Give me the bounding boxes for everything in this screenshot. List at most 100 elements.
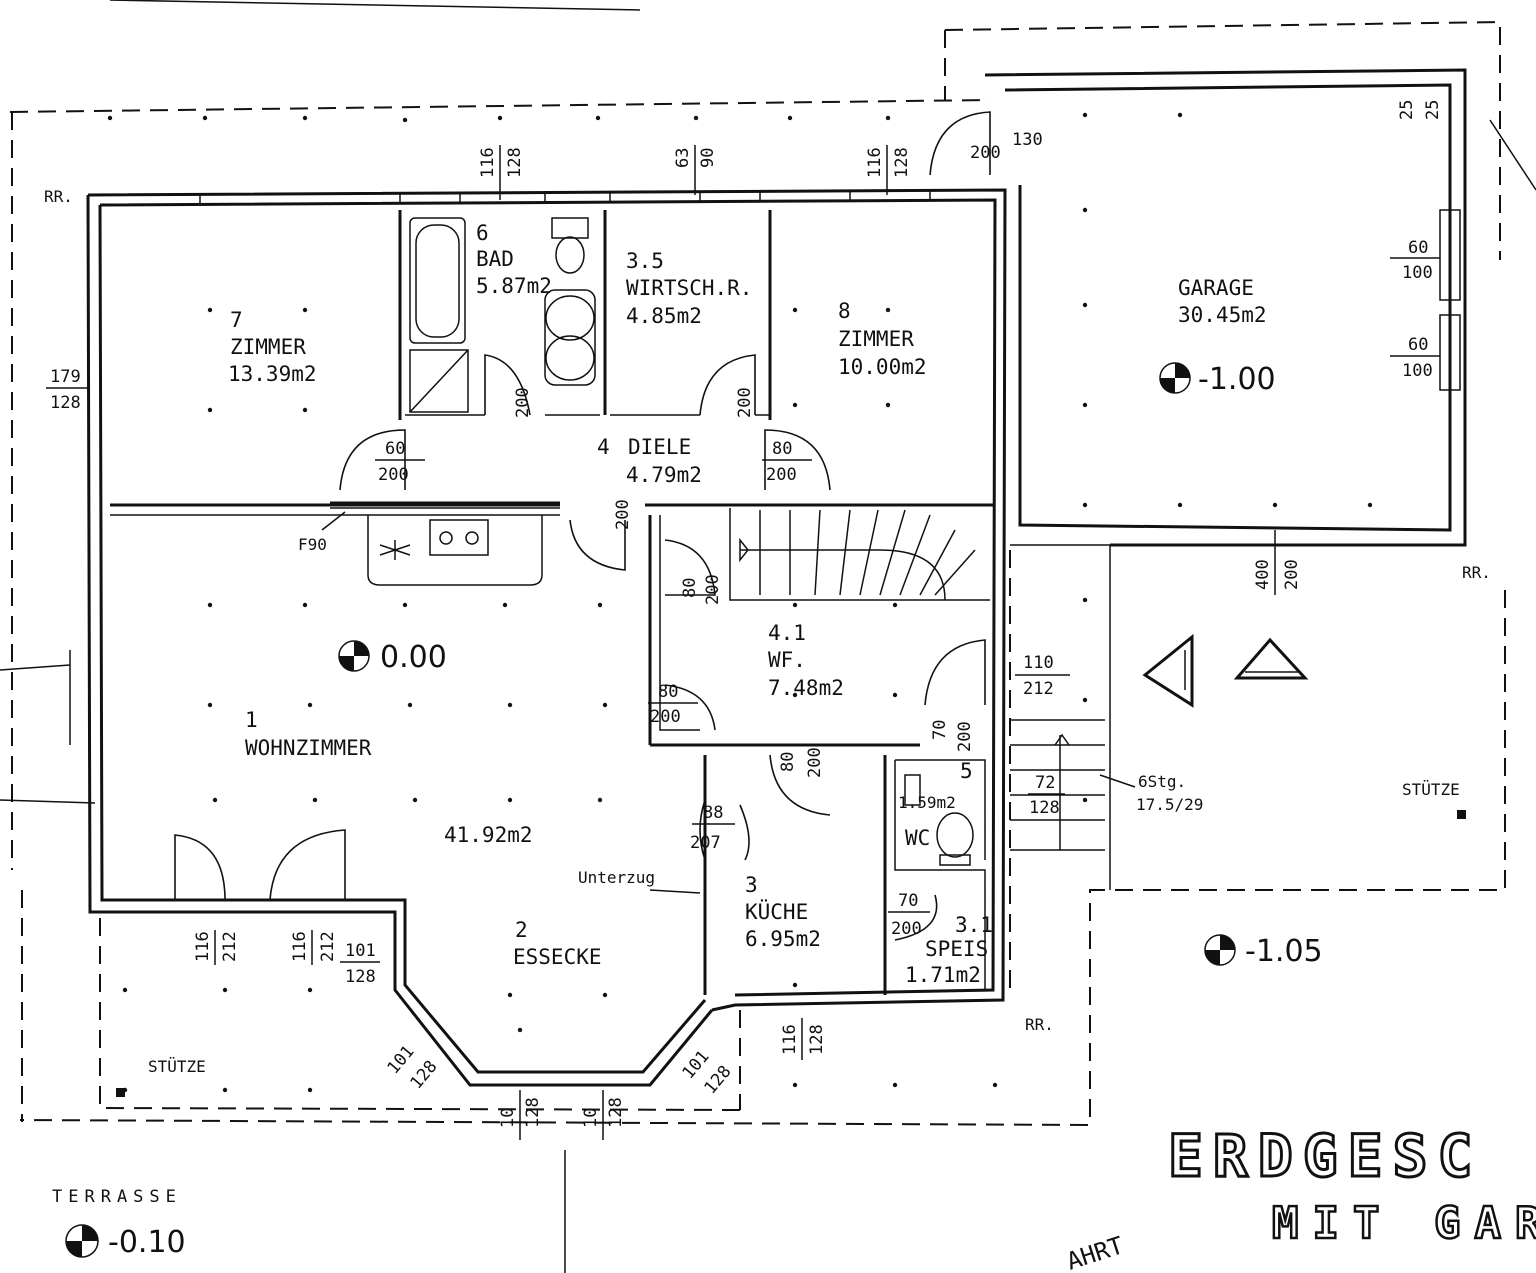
einfahrt-label: AHRT (1063, 1231, 1127, 1273)
grid-dot (212, 797, 218, 803)
grid-dot (792, 402, 798, 408)
dim-200-d: 200 (891, 919, 922, 939)
dim-200-j: 200 (955, 721, 975, 752)
grid-dot (1177, 112, 1183, 118)
dim-60-b: 60 (1408, 238, 1428, 258)
doors (174, 111, 991, 941)
level-marker-ground: 0.00 (338, 640, 447, 675)
grid-dot (502, 602, 508, 608)
dim-25-a: 25 (1397, 100, 1417, 120)
grid-dot (693, 115, 699, 121)
grid-dot (992, 1082, 998, 1088)
room-3-1-number: 3.1 (955, 913, 993, 937)
grid-dot (1082, 302, 1088, 308)
grid-dot (1082, 112, 1088, 118)
grid-dot (497, 115, 503, 121)
room-3-5-area: 4.85m2 (626, 304, 702, 328)
grid-dot (222, 1087, 228, 1093)
rr-label-topleft: RR. (44, 187, 73, 206)
grid-dot (302, 602, 308, 608)
grid-dot (402, 602, 408, 608)
garage-name: GARAGE (1178, 276, 1254, 300)
dim-70-a: 70 (898, 891, 918, 911)
grid-dot (787, 115, 793, 121)
room-3-name: KÜCHE (745, 899, 808, 924)
dim-128-top2: 128 (892, 147, 912, 178)
grid-dot (1082, 207, 1088, 213)
room-4-1-number: 4.1 (768, 621, 806, 645)
title-line-2: MIT GAR (1272, 1198, 1536, 1249)
grid-dot (302, 407, 308, 413)
room-4-name: DIELE (628, 435, 691, 459)
dim-200-i: 200 (805, 747, 825, 778)
grid-dot (407, 702, 413, 708)
dim-116-top1: 116 (478, 147, 498, 178)
room-8-name: ZIMMER (838, 327, 914, 351)
dim-212-b1: 212 (220, 931, 240, 962)
dim-200-b: 200 (766, 465, 797, 485)
grid-dot (885, 402, 891, 408)
room-1-number: 1 (245, 708, 258, 732)
grid-dot (792, 602, 798, 608)
grid-dot (517, 1027, 523, 1033)
dim-101-a: 101 (345, 941, 376, 961)
dimension-labels: 179 128 60 200 80 200 80 200 110 212 72 … (46, 100, 1443, 1140)
dim-130: 130 (1012, 130, 1043, 150)
grid-dot (207, 407, 213, 413)
dim-207: 207 (690, 833, 721, 853)
dim-116-top2: 116 (865, 147, 885, 178)
grid-dot (222, 987, 228, 993)
grid-dot (507, 992, 513, 998)
grid-dot (885, 115, 891, 121)
grid-dot (892, 692, 898, 698)
room-8-area: 10.00m2 (838, 355, 927, 379)
dim-400: 400 (1253, 559, 1273, 590)
room-5-area: 1.59m2 (898, 793, 956, 812)
level-marker-terrace: -0.10 (65, 1224, 186, 1260)
grid-dot (122, 987, 128, 993)
grid-dot (107, 115, 113, 121)
grid-dot (202, 115, 208, 121)
dim-60-a: 60 (385, 439, 405, 459)
grid-dot (1272, 502, 1278, 508)
dim-200-c: 200 (650, 707, 681, 727)
grid-dot (792, 982, 798, 988)
dim-80-b: 80 (658, 682, 678, 702)
dim-10-a: 10 (498, 1108, 518, 1128)
dim-212-a: 212 (1023, 679, 1054, 699)
room-3-area: 6.95m2 (745, 927, 821, 951)
dim-200-k: 200 (1282, 559, 1302, 590)
grid-dot (307, 702, 313, 708)
direction-markers (1142, 633, 1309, 708)
grid-dot (1177, 502, 1183, 508)
room-6-number: 6 (476, 221, 489, 245)
room-6-area: 5.87m2 (476, 274, 552, 298)
grid-dot (792, 1082, 798, 1088)
dim-110: 110 (1023, 653, 1054, 673)
room-4-1-name: WF. (768, 648, 806, 672)
level-marker-garage: -1.00 (1159, 362, 1276, 397)
dim-116-b2: 116 (290, 931, 310, 962)
dim-200-a: 200 (378, 465, 409, 485)
staircase (739, 509, 976, 601)
grid-dot (597, 602, 603, 608)
grid-dot (595, 115, 601, 121)
dim-200-g: 200 (613, 499, 633, 530)
level-outside-text: -1.05 (1245, 934, 1323, 969)
level-ground-text: 0.00 (380, 640, 447, 675)
grid-dot (302, 115, 308, 121)
grid-dot (1082, 597, 1088, 603)
grid-dot (507, 702, 513, 708)
grid-dot (402, 117, 408, 123)
vertical-dims: 116 128 63 90 116 128 25 25 200 200 200 … (193, 100, 1443, 1140)
dim-128-b3: 128 (807, 1024, 827, 1055)
dim-212-b2: 212 (318, 931, 338, 962)
room-1-name: WOHNZIMMER (245, 736, 372, 760)
dim-179: 179 (50, 367, 81, 387)
fixtures (367, 217, 974, 866)
grid-dot (1082, 402, 1088, 408)
stuetze-label-right: STÜTZE (1402, 780, 1460, 799)
grid-dot (602, 702, 608, 708)
